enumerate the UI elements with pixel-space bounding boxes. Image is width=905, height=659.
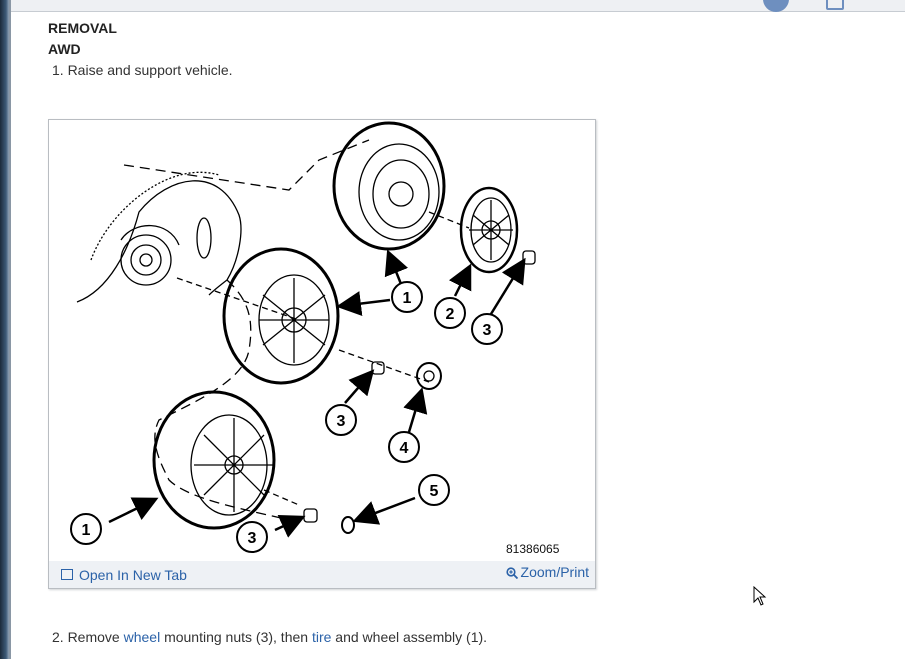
zoom-print-label: Zoom/Print — [520, 564, 589, 580]
figure-number: 81386065 — [506, 542, 560, 556]
mouse-pointer-icon — [753, 586, 767, 606]
new-tab-icon — [61, 569, 73, 580]
callout-4: 4 — [400, 440, 409, 457]
top-toolbar — [11, 0, 905, 12]
callout-2: 2 — [446, 306, 455, 323]
open-in-new-tab-link[interactable]: Open In New Tab — [61, 567, 187, 583]
wheel-removal-diagram: 1 2 3 3 4 1 3 5 — [70, 121, 536, 553]
wheel-link[interactable]: wheel — [123, 629, 161, 645]
step-2-suffix: and wheel assembly (1). — [331, 629, 488, 645]
avatar[interactable] — [763, 0, 789, 12]
callout-3-middle: 3 — [337, 413, 346, 430]
step-1: 1. Raise and support vehicle. — [52, 62, 233, 78]
magnifier-icon — [505, 567, 518, 579]
callout-5: 5 — [430, 483, 439, 500]
figure-panel: 1 2 3 3 4 1 3 5 81386065 Open In New Tab — [48, 119, 596, 589]
callout-3-lower: 3 — [248, 530, 257, 547]
open-in-new-tab-label: Open In New Tab — [79, 567, 187, 583]
figure-footer: Open In New Tab Zoom/Print — [49, 561, 595, 588]
callout-1-lower: 1 — [82, 522, 91, 539]
step-2-middle: mounting nuts (3), then — [160, 629, 312, 645]
step-2-prefix: 2. Remove — [52, 629, 124, 645]
section-heading: REMOVAL — [48, 20, 117, 36]
window-left-edge — [0, 0, 11, 659]
callout-3-upper: 3 — [483, 322, 492, 339]
callout-1-upper: 1 — [403, 290, 412, 307]
step-2: 2. Remove wheel mounting nuts (3), then … — [52, 629, 487, 645]
toolbar-icon[interactable] — [826, 0, 844, 10]
tire-link[interactable]: tire — [311, 629, 332, 645]
zoom-print-link[interactable]: Zoom/Print — [505, 564, 589, 580]
subsection-heading: AWD — [48, 41, 81, 57]
